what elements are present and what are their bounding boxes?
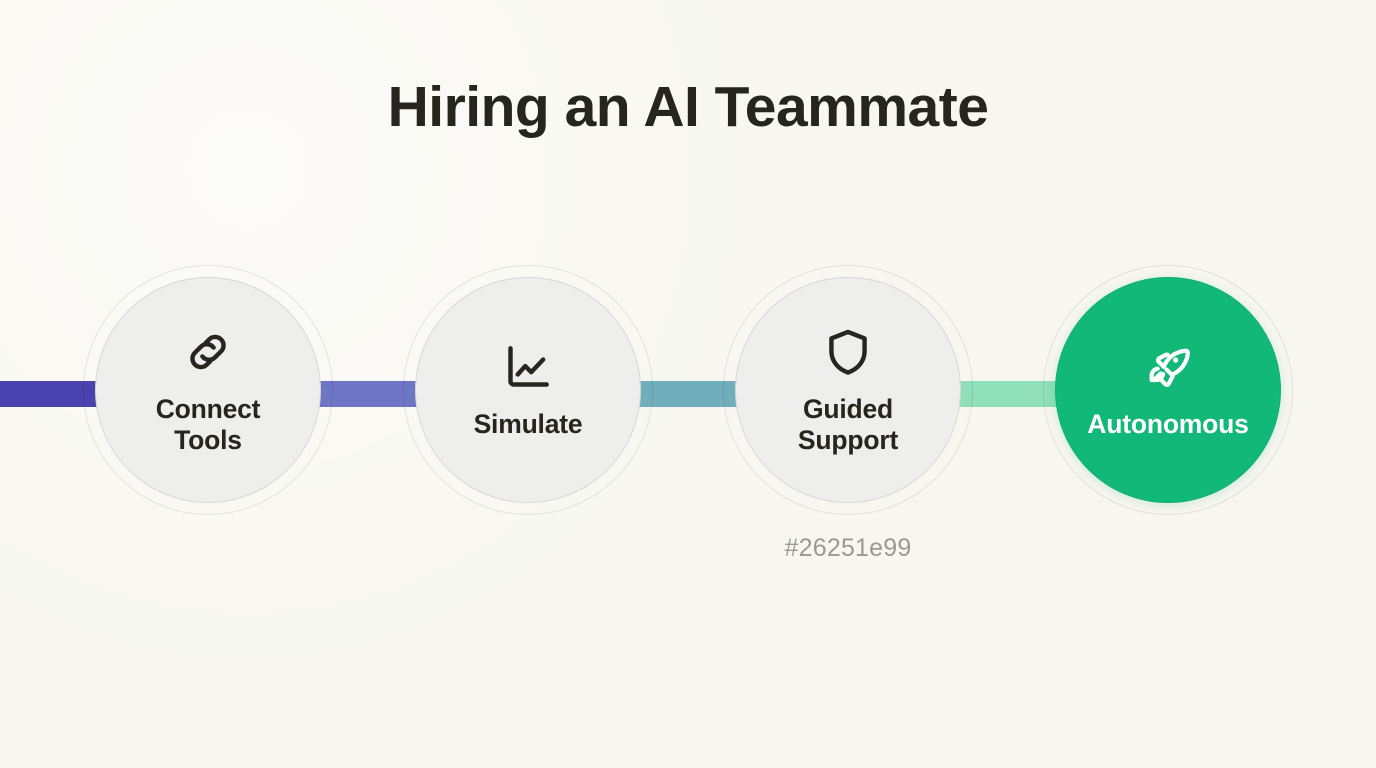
flow-node-label: Autonomous <box>1087 409 1249 440</box>
flow-node-guided-support[interactable]: Guided Support <box>723 265 973 515</box>
flow-node-disc: Autonomous <box>1055 277 1281 503</box>
connector-guided-support-to-autonomous <box>958 381 1058 407</box>
link-icon <box>180 324 236 380</box>
flow-diagram: Connect Tools Simulate <box>0 265 1376 515</box>
flow-node-label: Simulate <box>474 409 583 440</box>
flow-node-connect-tools[interactable]: Connect Tools <box>83 265 333 515</box>
flow-node-autonomous[interactable]: Autonomous <box>1043 265 1293 515</box>
page-title: Hiring an AI Teammate <box>387 75 989 139</box>
flow-node-label-line: Simulate <box>473 409 583 440</box>
connector-connect-tools-to-simulate <box>318 381 418 407</box>
shield-icon <box>820 324 876 380</box>
flow-node-label-line: Autonomous <box>1087 409 1249 440</box>
flow-node-label: Connect Tools <box>156 394 261 457</box>
connector-simulate-to-guided-support <box>638 381 738 407</box>
line-chart-icon <box>500 339 556 395</box>
flow-node-simulate[interactable]: Simulate <box>403 265 653 515</box>
caption-text: #26251e99 <box>784 534 912 562</box>
flow-node-disc: Connect Tools <box>95 277 321 503</box>
caption: #26251e99 <box>0 534 1376 563</box>
flow-node-label-line: Guided <box>802 393 894 424</box>
flow-node-label: Guided Support <box>798 394 898 457</box>
rocket-icon <box>1140 339 1196 395</box>
flow-node-disc: Guided Support <box>735 277 961 503</box>
flow-node-label-line: Tools <box>174 425 242 455</box>
flow-node-label-line: Support <box>797 425 899 455</box>
flow-node-disc: Simulate <box>415 277 641 503</box>
flow-node-label-line: Connect <box>155 393 261 424</box>
